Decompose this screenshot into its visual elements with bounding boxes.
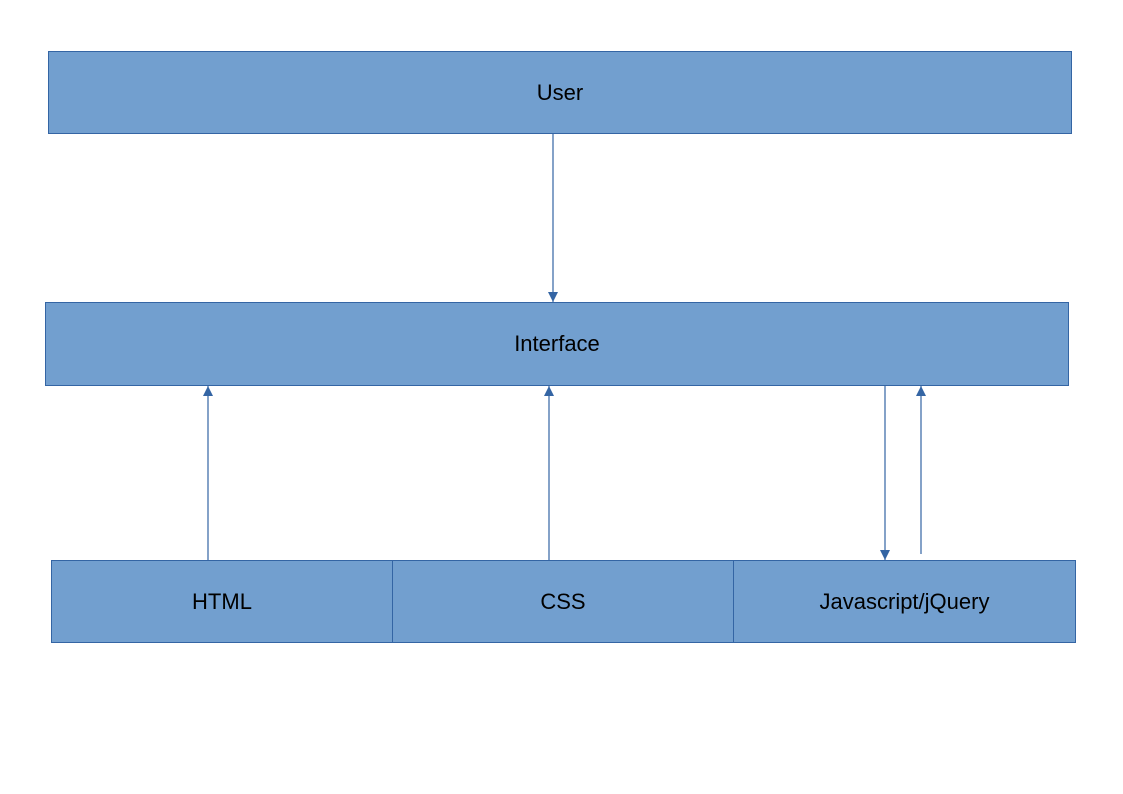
css-node-label: CSS — [540, 588, 586, 614]
javascript-node: Javascript/jQuery — [733, 560, 1076, 643]
interface-node: Interface — [45, 302, 1069, 386]
html-node-label: HTML — [192, 588, 252, 614]
javascript-node-label: Javascript/jQuery — [819, 588, 990, 614]
html-node: HTML — [51, 560, 393, 643]
css-node: CSS — [392, 560, 734, 643]
user-node: User — [48, 51, 1072, 134]
interface-node-label: Interface — [514, 331, 600, 356]
user-node-label: User — [536, 79, 584, 105]
